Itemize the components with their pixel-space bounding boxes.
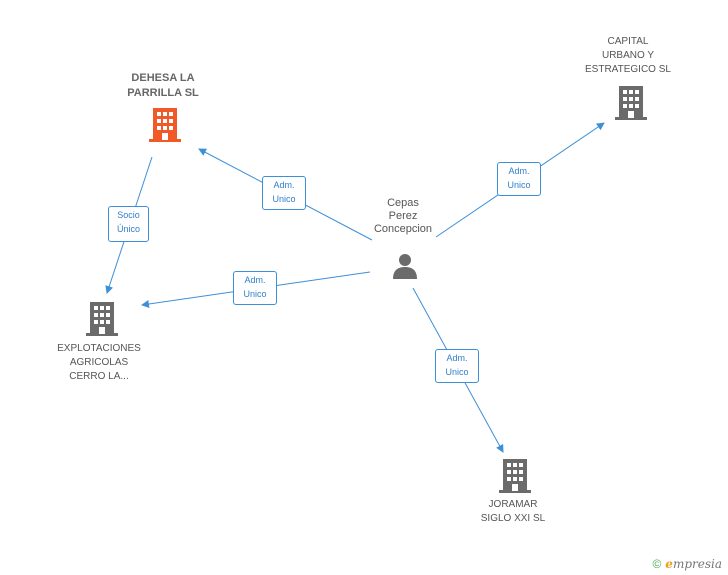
edge-label-dehesa-explotaciones: Socio Único xyxy=(108,206,149,242)
center-person-label[interactable]: Cepas Perez Concepcion xyxy=(373,197,433,235)
joramar-label[interactable]: JORAMAR SIGLO XXI SL xyxy=(480,499,546,524)
edge-label-center-capital: Adm. Unico xyxy=(497,162,541,196)
building-icon[interactable] xyxy=(86,302,118,336)
footer-brand: © empresia xyxy=(652,557,722,571)
brand-name: mpresia xyxy=(672,557,722,571)
building-icon[interactable] xyxy=(149,108,181,142)
capital-label[interactable]: CAPITAL URBANO Y ESTRATEGICO SL xyxy=(585,36,671,75)
explotaciones-label[interactable]: EXPLOTACIONES AGRICOLAS CERRO LA... xyxy=(57,343,141,382)
edge-label-center-explotaciones: Adm. Unico xyxy=(233,271,277,305)
edge-label-center-dehesa: Adm. Unico xyxy=(262,176,306,210)
brand-logo: empresia xyxy=(665,557,722,571)
building-icon[interactable] xyxy=(615,86,647,120)
edge-label-center-joramar: Adm. Unico xyxy=(435,349,479,383)
copyright-symbol: © xyxy=(652,557,662,571)
dehesa-label[interactable]: DEHESA LA PARRILLA SL xyxy=(127,72,199,99)
brand-initial: e xyxy=(665,557,673,571)
building-icon[interactable] xyxy=(499,459,531,493)
person-icon[interactable] xyxy=(391,252,419,280)
